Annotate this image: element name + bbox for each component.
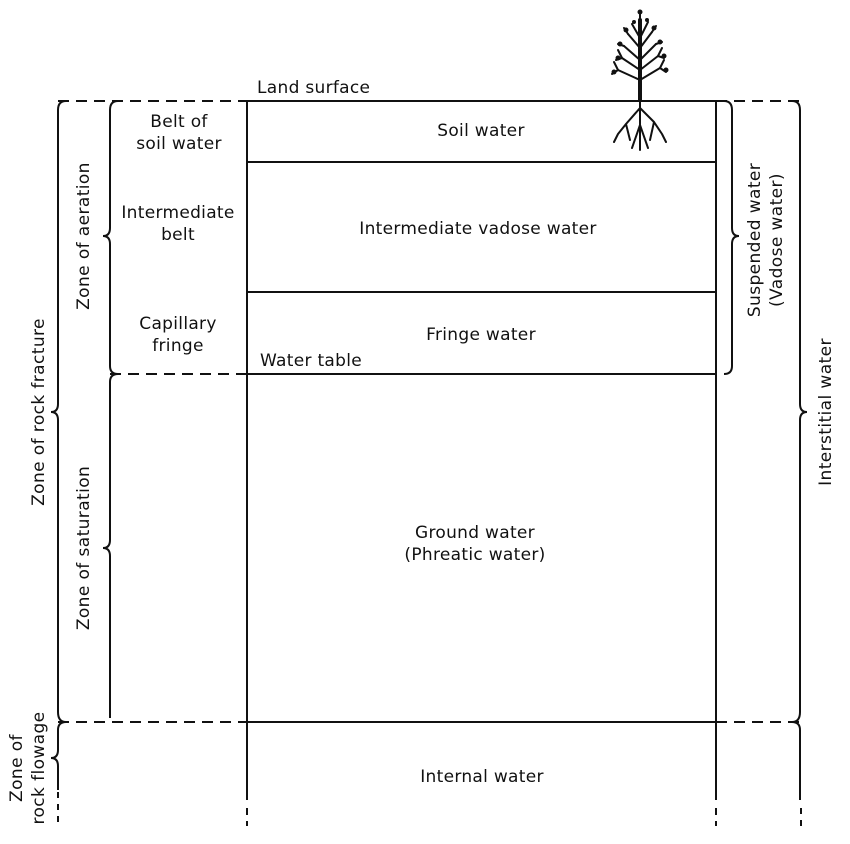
intermediate-vadose-water-label: Intermediate vadose water [359,219,597,239]
tree-icon [611,9,669,151]
intermediate-belt-label: Intermediate belt [121,203,235,245]
rock-fracture-bracket [50,100,67,723]
zone-of-aeration-label: Zone of aeration [74,162,94,310]
internal-water-label: Internal water [420,767,544,787]
interstitial-water-bracket [791,100,808,723]
rock-flowage-bracket [50,721,67,790]
zone-of-saturation-label: Zone of saturation [74,465,94,631]
belt-of-soil-water-label: Belt of soil water [136,112,222,154]
land-surface-label: Land surface [257,78,371,98]
capillary-fringe-label: Capillary fringe [139,314,217,356]
soil-water-label: Soil water [437,121,525,141]
suspended-water-bracket [723,100,740,375]
interstitial-water-label: Interstitial water [816,338,836,486]
saturation-bracket [102,373,119,718]
water-table-label: Water table [260,351,363,371]
zone-of-rock-flowage-label: Zone of rock flowage [7,711,49,825]
suspended-water-label: Suspended water (Vadose water) [745,162,787,318]
ground-water-label: Ground water (Phreatic water) [404,523,546,565]
fringe-water-label: Fringe water [426,325,536,345]
zone-of-rock-fracture-label: Zone of rock fracture [29,318,49,506]
aeration-bracket [102,100,119,375]
